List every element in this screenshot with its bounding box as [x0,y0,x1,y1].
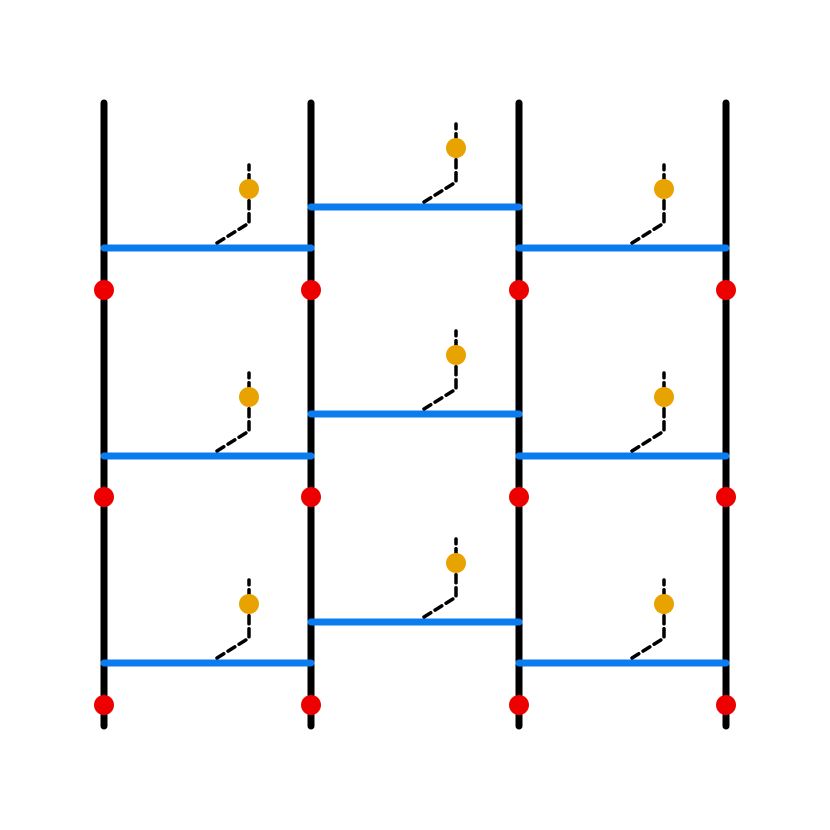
joint-post4-row3 [716,695,736,715]
joint-post3-row1 [509,280,529,300]
ornament-bay3-level2 [654,387,674,407]
ornaments-layer [239,138,674,614]
ornament-bay2-level3 [446,553,466,573]
joint-post2-row2 [301,487,321,507]
ornament-bay1-level1 [239,179,259,199]
ornament-bay2-level2 [446,345,466,365]
joint-post3-row3 [509,695,529,715]
joint-post1-row1 [94,280,114,300]
ornament-bay3-level1 [654,179,674,199]
ornament-bay3-level3 [654,594,674,614]
joints-layer [94,280,736,715]
ornament-bay1-level2 [239,387,259,407]
rungs-layer [100,203,730,667]
ornament-bay1-level3 [239,594,259,614]
ornament-bay2-level1 [446,138,466,158]
joint-post4-row1 [716,280,736,300]
joint-post1-row2 [94,487,114,507]
joint-post3-row2 [509,487,529,507]
joint-post2-row3 [301,695,321,715]
joint-post1-row3 [94,695,114,715]
joint-post2-row1 [301,280,321,300]
joint-post4-row2 [716,487,736,507]
